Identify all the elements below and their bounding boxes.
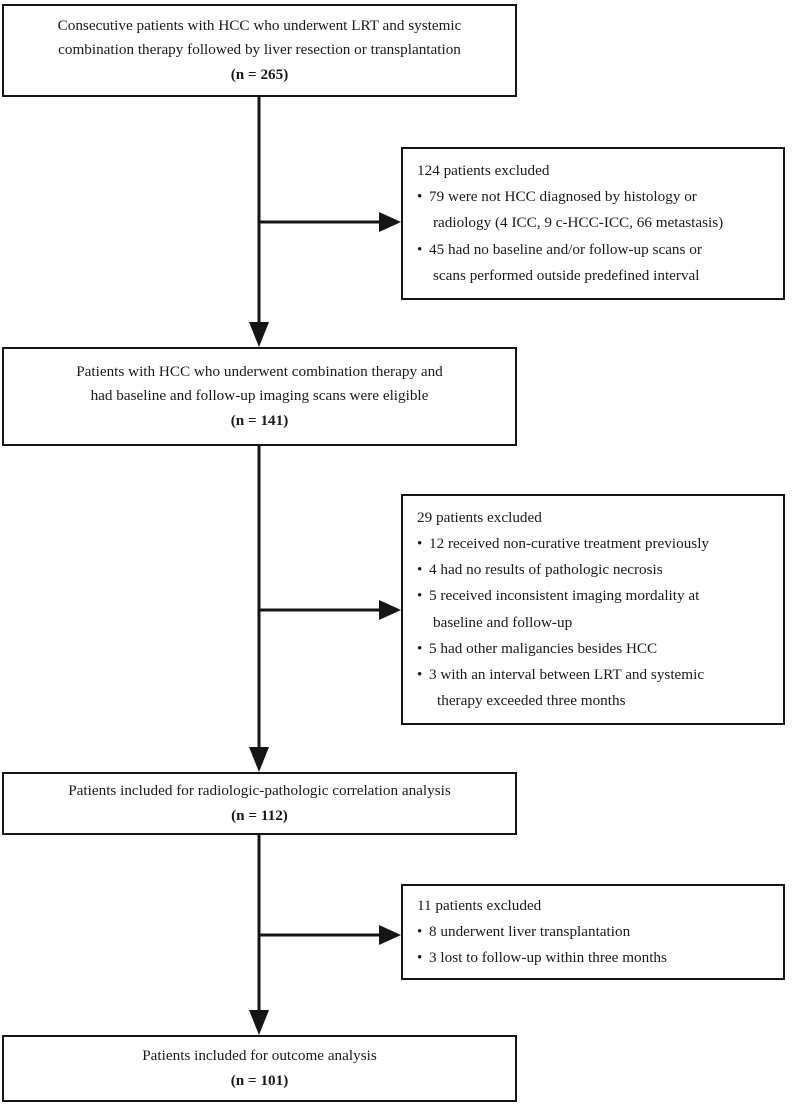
list-item: 4 had no results of pathologic necrosis xyxy=(417,557,771,583)
arrowhead-into-excluded-3 xyxy=(379,925,401,945)
node-outcome-count: (n = 101) xyxy=(230,1071,289,1089)
node-radpath-line-1: Patients included for radiologic-patholo… xyxy=(68,781,451,799)
list-item: 5 had other maligancies besides HCC xyxy=(417,636,771,662)
list-item: 12 received non-curative treatment previ… xyxy=(417,531,771,557)
node-excluded-1: 124 patients excluded 79 were not HCC di… xyxy=(401,147,785,300)
excluded-3-item-0-first: 8 underwent liver transplantation xyxy=(429,922,631,940)
list-item: 5 received inconsistent imaging mordalit… xyxy=(417,583,771,635)
excluded-2-item-2-cont: baseline and follow-up xyxy=(433,613,573,631)
excluded-1-item-1-cont: scans performed outside predefined inter… xyxy=(433,266,700,284)
node-eligible-line-1: Patients with HCC who underwent combinat… xyxy=(76,362,443,380)
arrowhead-into-eligible xyxy=(249,322,269,347)
node-eligible-line-2: had baseline and follow-up imaging scans… xyxy=(90,387,429,405)
node-enrolled-line-1: Consecutive patients with HCC who underw… xyxy=(57,16,462,34)
arrowhead-into-outcome xyxy=(249,1010,269,1035)
node-excluded-2: 29 patients excluded 12 received non-cur… xyxy=(401,494,785,725)
excluded-1-title: 124 patients excluded xyxy=(417,162,550,180)
arrowhead-into-excluded-2 xyxy=(379,600,401,620)
node-eligible-cohort: Patients with HCC who underwent combinat… xyxy=(2,347,517,446)
excluded-1-item-0-first: 79 were not HCC diagnosed by histology o… xyxy=(429,188,697,206)
arrowhead-into-excluded-1 xyxy=(379,212,401,232)
arrowhead-into-radpath xyxy=(249,747,269,772)
node-enrolled-count: (n = 265) xyxy=(230,65,289,83)
list-item: 45 had no baseline and/or follow-up scan… xyxy=(417,237,771,289)
excluded-3-title: 11 patients excluded xyxy=(417,896,542,914)
excluded-2-item-4-first: 3 with an interval between LRT and syste… xyxy=(429,665,705,683)
excluded-2-item-0-first: 12 received non-curative treatment previ… xyxy=(429,535,710,553)
node-outcome-cohort: Patients included for outcome analysis (… xyxy=(2,1035,517,1102)
node-outcome-line-1: Patients included for outcome analysis xyxy=(142,1046,377,1064)
excluded-1-item-0-cont: radiology (4 ICC, 9 c-HCC-ICC, 66 metast… xyxy=(433,214,724,232)
excluded-2-item-3-first: 5 had other maligancies besides HCC xyxy=(429,639,658,657)
excluded-3-item-1-first: 3 lost to follow-up within three months xyxy=(429,949,667,967)
node-excluded-3: 11 patients excluded 8 underwent liver t… xyxy=(401,884,785,980)
excluded-2-item-1-first: 4 had no results of pathologic necrosis xyxy=(429,561,663,579)
node-enrolled-cohort: Consecutive patients with HCC who underw… xyxy=(2,4,517,97)
list-item: 3 lost to follow-up within three months xyxy=(417,945,771,971)
node-radpath-count: (n = 112) xyxy=(231,806,288,824)
list-item: 3 with an interval between LRT and syste… xyxy=(417,662,771,714)
excluded-2-title: 29 patients excluded xyxy=(417,508,542,526)
node-eligible-count: (n = 141) xyxy=(230,411,289,429)
excluded-2-item-2-first: 5 received inconsistent imaging mordalit… xyxy=(429,587,700,605)
excluded-2-list: 12 received non-curative treatment previ… xyxy=(417,531,771,714)
list-item: 79 were not HCC diagnosed by histology o… xyxy=(417,184,771,236)
excluded-2-item-4-cont: therapy exceeded three months xyxy=(437,691,626,709)
excluded-3-list: 8 underwent liver transplantation 3 lost… xyxy=(417,919,771,971)
list-item: 8 underwent liver transplantation xyxy=(417,919,771,945)
node-enrolled-line-2: combination therapy followed by liver re… xyxy=(58,41,461,59)
node-radpath-cohort: Patients included for radiologic-patholo… xyxy=(2,772,517,835)
excluded-1-list: 79 were not HCC diagnosed by histology o… xyxy=(417,184,771,289)
excluded-1-item-1-first: 45 had no baseline and/or follow-up scan… xyxy=(429,240,702,258)
